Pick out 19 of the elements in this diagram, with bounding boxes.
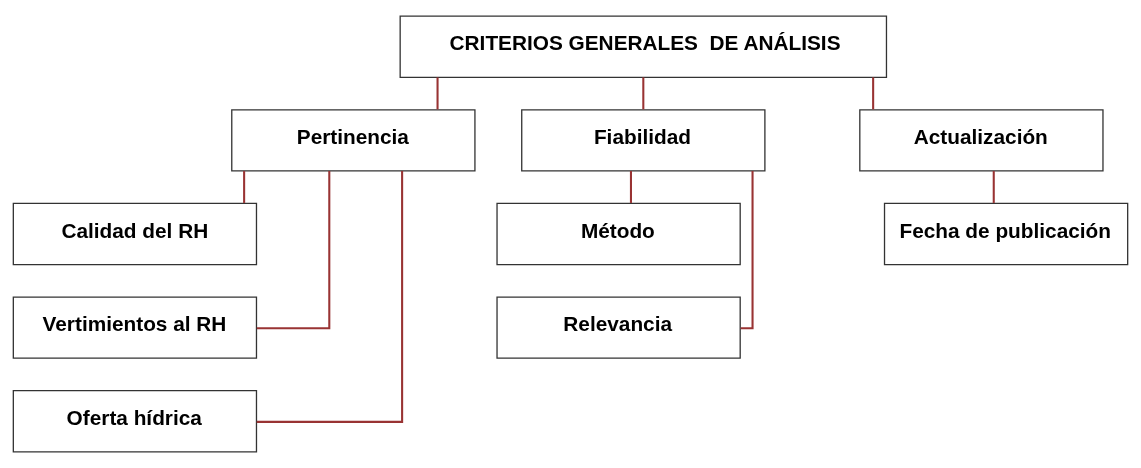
node-box: Vertimientos al RH [12,296,258,359]
connector [872,77,875,110]
node-box: Calidad del RH [12,202,258,266]
node-box: Método [496,202,741,266]
connector [243,171,246,203]
node-box: Actualización [859,109,1104,172]
node-box: CRITERIOS GENERALES DE ANÁLISIS [399,15,888,78]
connector [740,171,754,330]
connector [629,171,632,203]
node-box: Relevancia [496,296,741,359]
node-box: Oferta hídrica [12,390,258,453]
connector [256,171,404,423]
connector [992,171,995,203]
node-box: Fiabilidad [521,109,766,172]
node-box: Pertinencia [231,109,476,172]
connector [642,77,645,110]
node-box: Fecha de publicación [883,202,1129,266]
connector [436,77,439,110]
connector [256,171,331,330]
